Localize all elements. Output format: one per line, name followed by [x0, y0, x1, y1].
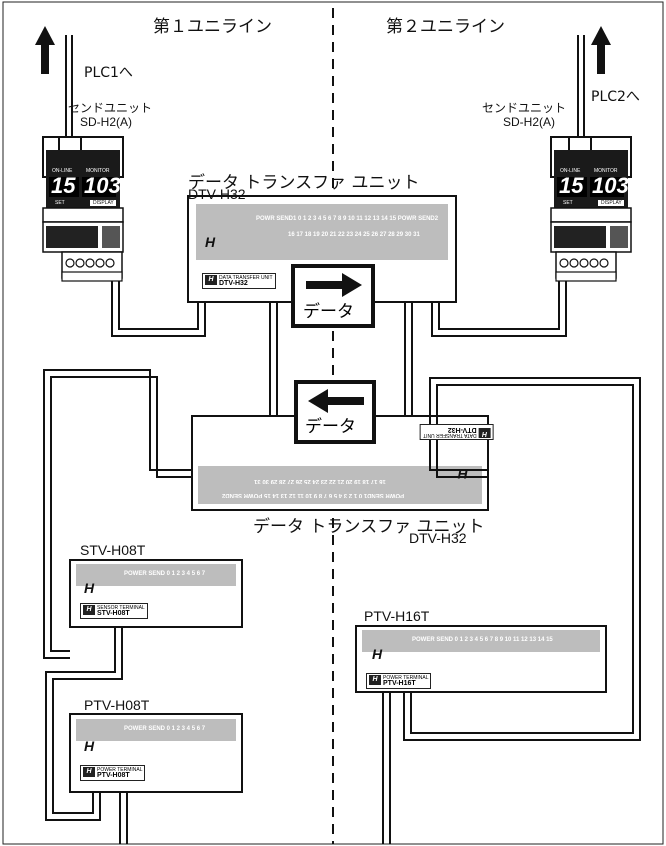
ptv16-logo: H	[372, 646, 383, 662]
cable-send-right-to-dtv	[431, 281, 567, 337]
cable-right-loop	[403, 377, 641, 741]
nameplate-logo: H	[83, 605, 95, 615]
ptv8-plate-title: POWER TERMINAL	[97, 767, 143, 773]
dtv-top-led-row2: 16 17 18 19 20 21 22 23 24 25 26 27 28 2…	[288, 232, 420, 238]
send-unit-left-model: SD-H2(A)	[80, 115, 133, 129]
up-arrow-left	[35, 26, 55, 74]
ptv8-nameplate: H POWER TERMINAL PTV-H08T	[80, 765, 146, 781]
dtv-top-plate-model: DTV-H32	[219, 280, 248, 287]
dtv-top-title: データ トランスファ ユニット	[188, 173, 420, 193]
dtv-bottom-model: DTV-H32	[409, 530, 467, 546]
ptv16-plate-title: POWER TERMINAL	[383, 675, 429, 681]
unit-line-1-label: 第１ユニライン	[153, 17, 272, 37]
send-unit-left-display-button[interactable]: DISPLAY	[93, 200, 114, 206]
stv-model-label: STV-H08T	[80, 542, 146, 558]
ptv16-plate-model: PTV-H16T	[383, 680, 416, 687]
send-unit-right-monitor: MONITOR	[594, 168, 618, 174]
stv-led-row: POWER SEND 0 1 2 3 4 5 6 7	[124, 571, 206, 577]
dtv-top-nameplate: H DATA TRANSFER UNIT DTV-H32	[202, 273, 276, 289]
data-arrow-left-box	[294, 380, 376, 444]
nameplate-logo: H	[83, 767, 95, 777]
dtv-bottom-led-row2: 16 17 18 19 20 21 22 23 24 25 26 27 28 2…	[254, 478, 386, 484]
send-unit-left-digits-b: 103	[84, 173, 121, 198]
unit-line-2-label: 第２ユニライン	[386, 17, 505, 37]
ptv16-led-row: POWER SEND 0 1 2 3 4 5 6 7 8 9 10 11 12 …	[412, 637, 553, 643]
cable-left-loop	[43, 369, 192, 659]
dtv-top-led-row1: POWR SEND1 0 1 2 3 4 5 6 7 8 9 10 11 12 …	[256, 216, 439, 222]
dtv-bottom-title: データ トランスファ ユニット	[253, 517, 485, 537]
send-unit-left	[42, 136, 124, 282]
dtv-bottom-led-row1: POWR SEND1 0 1 2 3 4 5 6 7 8 9 10 11 12 …	[222, 492, 405, 498]
nameplate-logo: H	[205, 275, 217, 285]
send-unit-left-digits-a: 15	[51, 173, 76, 198]
send-unit-right-digits-a: 15	[559, 173, 584, 198]
plc1-label: PLC1へ	[84, 65, 133, 81]
stv-body	[69, 559, 243, 628]
ptv8-logo: H	[84, 738, 95, 754]
stv-logo: H	[84, 580, 95, 596]
ptv8-led-row: POWER SEND 0 1 2 3 4 5 6 7	[124, 726, 206, 732]
send-unit-right-display-button[interactable]: DISPLAY	[601, 200, 622, 206]
ptv8-plate-model: PTV-H08T	[97, 772, 130, 779]
nameplate-logo: H	[478, 428, 491, 438]
nameplate-logo: H	[369, 675, 381, 685]
ptv8-model-label: PTV-H08T	[84, 697, 150, 713]
plc-cable-left	[65, 35, 73, 138]
dtv-top-model: DTV-H32	[188, 186, 246, 202]
send-unit-left-label: センドユニット	[68, 101, 153, 115]
plc-cable-right	[577, 35, 585, 138]
send-unit-right-digits-b: 103	[592, 173, 629, 198]
ptv16-nameplate: H POWER TERMINAL PTV-H16T	[366, 673, 432, 689]
dtv-top-logo: H	[205, 234, 216, 250]
cable-dtv-link	[269, 302, 413, 416]
send-unit-right-model: SD-H2(A)	[503, 115, 556, 129]
cable-ptv16-down	[382, 692, 391, 844]
send-unit-left-monitor: MONITOR	[86, 168, 110, 174]
dtv-bottom-nameplate: H DATA TRANSFER UNIT DTV-H32	[420, 424, 494, 440]
send-unit-right	[550, 136, 632, 282]
up-arrow-right	[591, 26, 611, 74]
data-arrow-right-box	[291, 264, 375, 328]
ptv16-model-label: PTV-H16T	[364, 608, 430, 624]
stv-nameplate: H SENSOR TERMINAL STV-H08T	[80, 603, 148, 619]
send-unit-left-online: ON-LINE	[52, 168, 73, 174]
cable-stv-to-ptv8	[45, 627, 123, 821]
send-unit-left-set: SET	[55, 200, 65, 206]
cable-send-left-to-dtv	[111, 281, 206, 337]
send-unit-right-online: ON-LINE	[560, 168, 581, 174]
send-unit-right-label: センドユニット	[482, 101, 567, 115]
dtv-bottom-plate-model: DTV-H32	[447, 426, 477, 433]
send-unit-right-set: SET	[563, 200, 573, 206]
dtv-top-plate-title: DATA TRANSFER UNIT	[219, 275, 273, 281]
dtv-bottom-logo: H	[458, 466, 469, 482]
stv-plate-title: SENSOR TERMINAL	[97, 605, 145, 611]
data-label-left: データ	[305, 417, 356, 437]
stv-plate-model: STV-H08T	[97, 610, 130, 617]
cable-ptv8-down	[119, 792, 128, 844]
plc2-label: PLC2へ	[591, 89, 640, 105]
data-label-right: データ	[303, 302, 354, 322]
